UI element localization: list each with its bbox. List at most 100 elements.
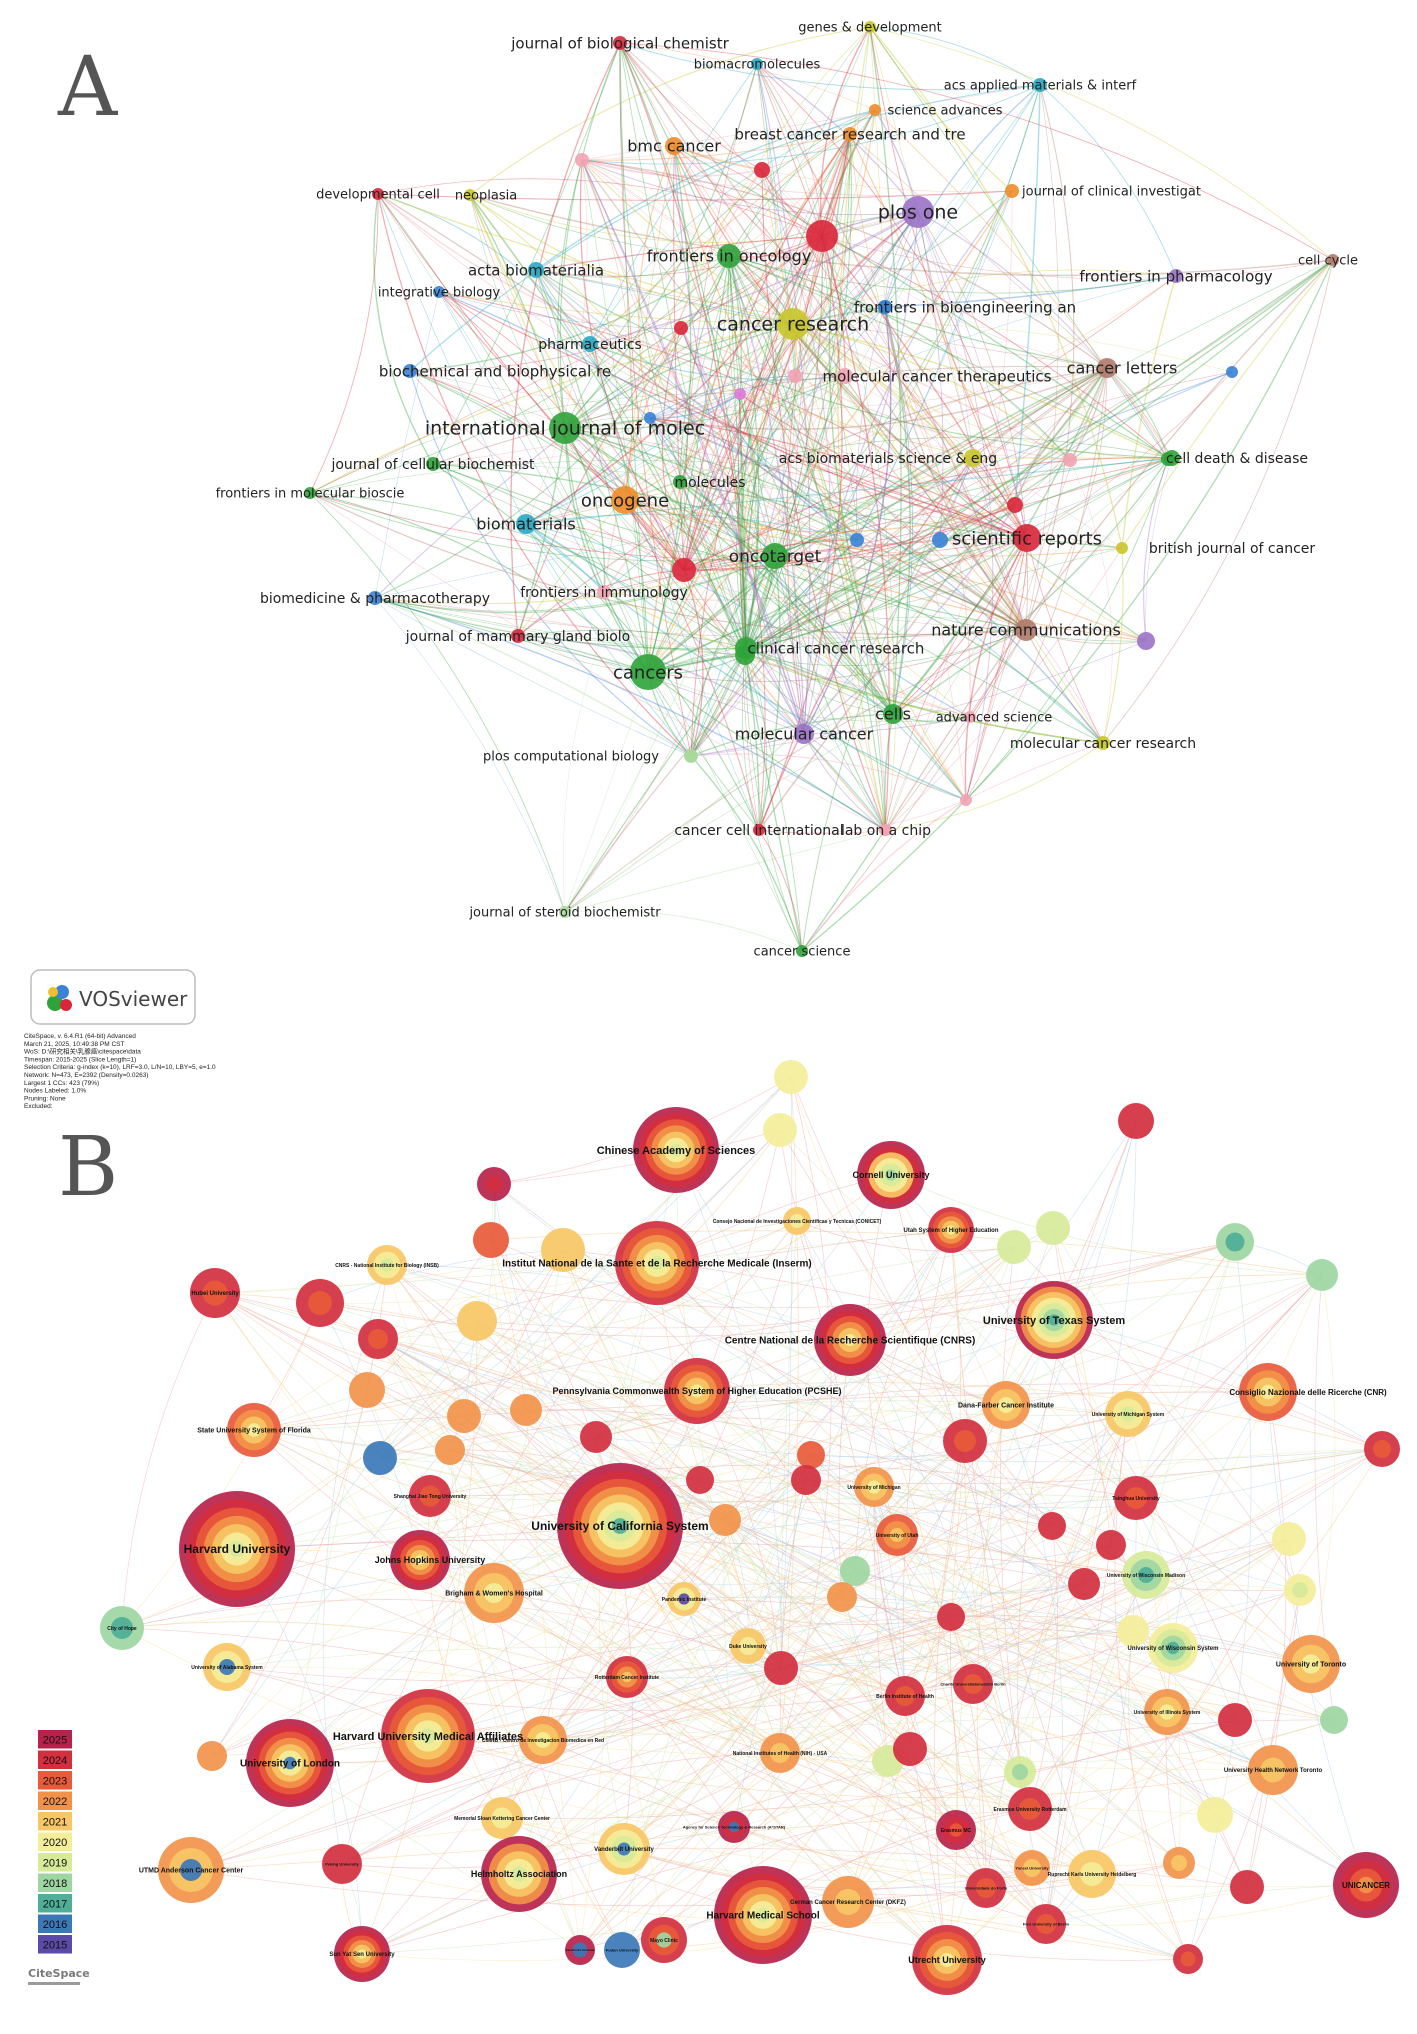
node-ring: [1159, 1704, 1175, 1720]
network-edge: [680, 327, 967, 801]
network-edge: [309, 492, 887, 831]
node-ring: [1019, 1798, 1041, 1820]
label-cornell-university: Cornell University: [852, 1170, 929, 1180]
node-acs-applied-materials-interf: [1033, 78, 1047, 92]
network-edge: [563, 481, 681, 913]
network-edge: [309, 459, 1016, 506]
network-edge: [728, 133, 851, 257]
network-node: [997, 1230, 1031, 1264]
network-edge: [756, 63, 894, 715]
meta-line: Pruning: None: [24, 1095, 66, 1102]
network-edge: [744, 211, 919, 656]
node-helmholtz-association: [481, 1836, 557, 1912]
network-edge: [965, 367, 1108, 801]
network-edge: [581, 84, 1041, 161]
network-edge: [1102, 547, 1124, 744]
network-edge: [744, 654, 971, 718]
network-edge: [1053, 1319, 1383, 1450]
network-edge: [190, 1246, 1015, 1871]
network-edge: [794, 235, 823, 735]
network-edge: [619, 42, 894, 715]
network-edge: [739, 393, 757, 656]
network-edge: [673, 145, 823, 237]
legend-swatch-2020: [38, 1832, 72, 1851]
network-edge: [438, 291, 886, 330]
network-edge: [624, 145, 675, 501]
network-edge: [374, 555, 776, 612]
network-edge: [1132, 1448, 1383, 1632]
network-edge: [744, 457, 1173, 656]
network-edge: [309, 492, 566, 913]
network-edge: [1145, 457, 1173, 642]
network-edge: [309, 235, 823, 494]
label-pandemic-institute: Pandemic Institute: [662, 1597, 707, 1603]
network-edge: [525, 523, 692, 757]
network-edge: [517, 367, 1108, 637]
node-ring: [1080, 1862, 1104, 1886]
network-node: [644, 412, 656, 424]
node-consejo-nacional-de-investigaciones-cientificas-y-tecnicas-conicet: [783, 1207, 811, 1235]
network-edge: [745, 537, 1028, 649]
network-edge: [792, 323, 1016, 506]
node-ring: [612, 1518, 628, 1534]
network-edge: [469, 194, 971, 718]
network-edge: [1246, 1391, 1287, 1888]
node-ring: [893, 1732, 927, 1766]
node-frontiers-in-immunology: [597, 585, 611, 599]
node-molecular-cancer: [794, 724, 814, 744]
network-edge: [649, 306, 886, 419]
node-ring: [1260, 1384, 1276, 1400]
network-edge: [626, 1676, 948, 1961]
network-edge: [564, 367, 1108, 913]
network-edge: [409, 370, 1027, 631]
node-ring: [368, 1329, 388, 1349]
node-ring: [363, 1441, 397, 1475]
network-node: [457, 1301, 497, 1341]
network-edge: [758, 829, 803, 952]
node-ring: [1260, 1757, 1286, 1783]
network-edge: [649, 417, 974, 459]
node-ring: [669, 1143, 683, 1157]
network-edge: [647, 26, 871, 673]
network-edge: [309, 492, 747, 649]
network-edge: [683, 504, 1016, 571]
label-harvard-medical-school: Harvard Medical School: [706, 1911, 820, 1922]
network-edge: [683, 133, 851, 571]
label-cnrs-national-institute-for-biology-insb: CNRS - National Institute for Biology (I…: [335, 1263, 439, 1269]
network-edge: [535, 269, 805, 735]
network-node: [1096, 1530, 1126, 1560]
network-edge: [939, 458, 1169, 541]
legend-swatch-2016: [38, 1914, 72, 1933]
node-university-of-london: [246, 1719, 334, 1807]
network-edge: [236, 1539, 1147, 1576]
network-edge: [469, 194, 887, 831]
label-oncogene: oncogene: [581, 490, 669, 511]
label-frontiers-in-immunology: frontiers in immunology: [520, 585, 688, 601]
network-edge: [374, 291, 440, 599]
network-edge: [892, 537, 1028, 715]
network-edge: [619, 42, 763, 171]
node-ring: [835, 1889, 861, 1915]
network-edge: [847, 1719, 1335, 1903]
network-edge: [361, 1769, 1274, 1961]
node-ring: [1166, 1641, 1180, 1655]
node-ring: [580, 1421, 612, 1453]
label-utmd-anderson-cancer-center: UTMD Anderson Cancer Center: [139, 1867, 244, 1874]
network-edge: [579, 1570, 856, 1951]
network-edge: [535, 269, 794, 325]
network-edge: [386, 1241, 1236, 1309]
network-edge: [525, 523, 649, 673]
network-edge: [854, 1274, 1323, 1572]
network-edge: [647, 367, 1108, 673]
network-edge: [542, 1583, 1085, 1741]
node-ring: [1357, 1876, 1375, 1894]
node-ring: [1180, 1951, 1196, 1967]
node-charite-universitatsmedizin-berlin: [953, 1664, 993, 1704]
meta-line: CiteSpace, v. 6.4.R1 (64-bit) Advanced: [24, 1033, 136, 1040]
node-ring: [1197, 1797, 1233, 1833]
network-edge: [589, 343, 974, 459]
node-molecular-cancer-therapeutics: [837, 368, 853, 384]
network-edge: [581, 159, 763, 177]
network-edge: [679, 481, 894, 715]
